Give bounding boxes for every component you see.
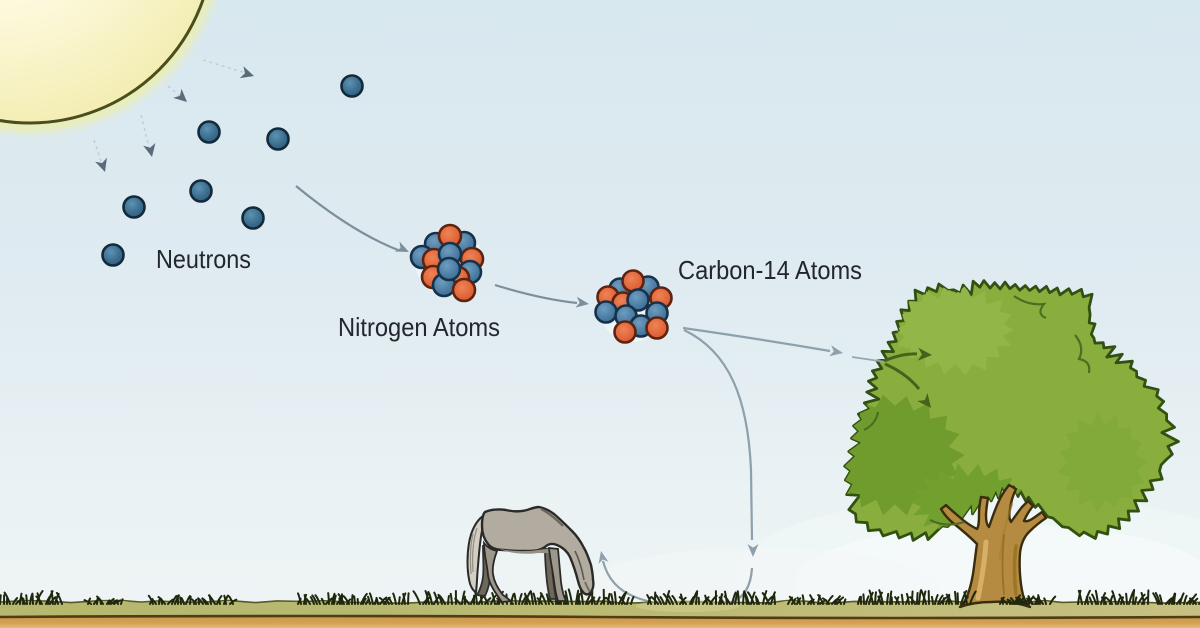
svg-text:Neutrons: Neutrons bbox=[156, 244, 251, 274]
svg-text:Carbon-14 Atoms: Carbon-14 Atoms bbox=[678, 255, 862, 285]
svg-text:Nitrogen Atoms: Nitrogen Atoms bbox=[338, 312, 500, 342]
